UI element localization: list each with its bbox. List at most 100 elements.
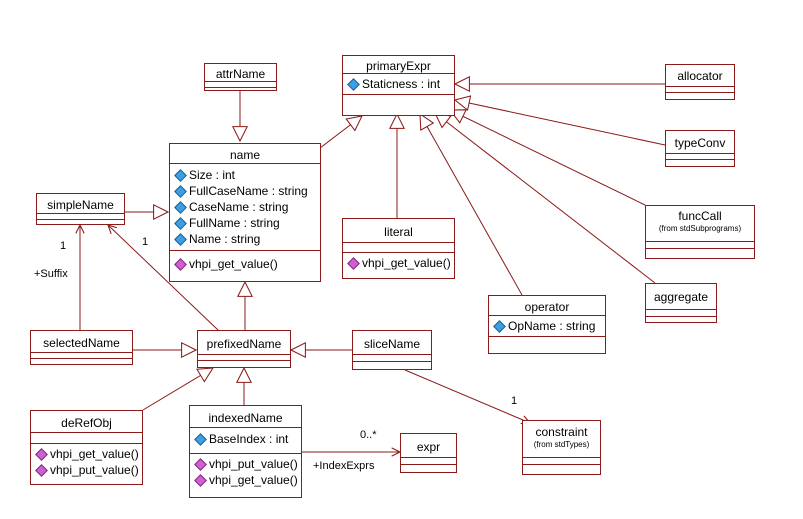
- operation-section: vhpi_get_value(): [170, 251, 320, 277]
- operation-text: vhpi_get_value(): [362, 256, 451, 270]
- class-aggregate[interactable]: aggregate: [645, 283, 717, 323]
- operation-row: vhpi_get_value(): [194, 472, 298, 488]
- attribute-section: Size : int FullCaseName : string CaseNam…: [170, 164, 320, 251]
- attribute-icon: [174, 216, 187, 230]
- class-name: literal: [343, 219, 454, 243]
- attribute-section: BaseIndex : int: [190, 428, 301, 454]
- class-selectedname[interactable]: selectedName: [30, 330, 133, 365]
- operation-section: vhpi_get_value() vhpi_put_value(): [31, 444, 142, 480]
- operation-icon: [194, 473, 207, 487]
- operation-section: [646, 249, 754, 255]
- class-name: name: [170, 144, 320, 164]
- class-name: aggregate: [646, 284, 716, 310]
- class-literal[interactable]: literal vhpi_get_value(): [342, 218, 455, 279]
- operation-text: vhpi_put_value(): [209, 457, 298, 471]
- class-name: typeConv: [666, 131, 734, 154]
- operation-text: vhpi_get_value(): [209, 473, 298, 487]
- class-constraint[interactable]: constraint (from stdTypes): [522, 420, 601, 475]
- operation-section: [205, 88, 276, 93]
- operation-icon: [174, 257, 187, 271]
- operation-icon: [347, 256, 360, 270]
- gen-typeconv-primaryexpr: [455, 100, 666, 146]
- attribute-icon: [174, 184, 187, 198]
- operation-icon: [35, 447, 48, 461]
- class-typeconv[interactable]: typeConv: [665, 130, 735, 167]
- attribute-row: BaseIndex : int: [194, 431, 297, 447]
- class-slicename[interactable]: sliceName: [352, 330, 432, 370]
- attribute-icon: [493, 319, 506, 333]
- class-primaryexpr[interactable]: primaryExpr Staticness : int: [342, 55, 455, 116]
- class-name: funcCall (from stdSubprograms): [646, 206, 754, 242]
- role-label: +IndexExprs: [313, 460, 375, 472]
- multiplicity-label: 1: [511, 395, 518, 407]
- multiplicity-label: 0..*: [360, 429, 377, 441]
- attribute-text: OpName : string: [508, 319, 596, 333]
- role-label: +Suffix: [34, 268, 68, 280]
- attribute-icon: [174, 200, 187, 214]
- class-name: simpleName: [37, 194, 124, 214]
- attribute-section: OpName : string: [489, 316, 605, 337]
- operation-row: vhpi_put_value(): [194, 456, 298, 472]
- operation-icon: [194, 457, 207, 471]
- operation-section: vhpi_put_value() vhpi_get_value(): [190, 454, 301, 490]
- multiplicity-label: 1: [60, 240, 67, 252]
- attribute-text: FullCaseName : string: [189, 184, 308, 198]
- multiplicity-label: 1: [142, 236, 149, 248]
- attribute-section: [343, 243, 454, 253]
- class-name: primaryExpr: [343, 56, 454, 74]
- class-title: funcCall: [678, 209, 722, 223]
- operation-row: vhpi_get_value(): [174, 256, 316, 272]
- gen-funccall-primaryexpr: [450, 110, 646, 206]
- attribute-section: [205, 82, 276, 88]
- attribute-section: [666, 154, 734, 160]
- attribute-text: CaseName : string: [189, 200, 289, 214]
- attribute-row: Name : string: [174, 231, 316, 247]
- operation-section: vhpi_get_value(): [343, 253, 454, 273]
- class-allocator[interactable]: allocator: [665, 64, 735, 100]
- operation-section: [523, 465, 600, 471]
- class-name: selectedName: [31, 331, 132, 353]
- class-prefixedname[interactable]: prefixedName: [197, 330, 291, 368]
- attribute-row: FullCaseName : string: [174, 183, 316, 199]
- class-title: constraint: [535, 425, 588, 439]
- class-attrname[interactable]: attrName: [204, 63, 277, 91]
- operation-text: vhpi_put_value(): [50, 463, 139, 477]
- attribute-section: [31, 433, 142, 444]
- class-operator[interactable]: operator OpName : string: [488, 295, 606, 354]
- attribute-text: Name : string: [189, 232, 261, 246]
- attribute-icon: [194, 432, 207, 446]
- attribute-icon: [174, 168, 187, 182]
- gen-derefobj-prefixedname: [142, 368, 213, 411]
- class-name: prefixedName: [198, 331, 290, 355]
- class-package: (from stdTypes): [533, 440, 590, 449]
- assoc-prefixedname-simplename: [108, 225, 219, 331]
- operation-text: vhpi_get_value(): [189, 257, 278, 271]
- class-package: (from stdSubprograms): [658, 224, 742, 233]
- attribute-section: Staticness : int: [343, 74, 454, 95]
- attribute-section: [523, 458, 600, 465]
- operation-section: [666, 93, 734, 98]
- class-derefobj[interactable]: deRefObj vhpi_get_value() vhpi_put_value…: [30, 410, 143, 485]
- attribute-section: [401, 458, 456, 465]
- operation-section: [666, 160, 734, 165]
- gen-operator-primaryexpr: [420, 114, 523, 296]
- attribute-icon: [347, 77, 360, 91]
- operation-section: [489, 337, 605, 347]
- class-name: constraint (from stdTypes): [523, 421, 600, 458]
- attribute-text: FullName : string: [189, 216, 280, 230]
- class-funccall[interactable]: funcCall (from stdSubprograms): [645, 205, 755, 259]
- operation-section: [646, 317, 716, 323]
- attribute-text: Size : int: [189, 168, 236, 182]
- class-indexedname[interactable]: indexedName BaseIndex : int vhpi_put_val…: [189, 405, 302, 498]
- class-expr[interactable]: expr: [400, 433, 457, 473]
- attribute-text: BaseIndex : int: [209, 432, 289, 446]
- class-name-main[interactable]: name Size : int FullCaseName : string Ca…: [169, 143, 321, 282]
- attribute-row: Staticness : int: [347, 76, 450, 92]
- attribute-section: [666, 87, 734, 93]
- attribute-section: [646, 242, 754, 249]
- operation-text: vhpi_get_value(): [50, 447, 139, 461]
- attribute-text: Staticness : int: [362, 77, 441, 91]
- class-simplename[interactable]: simpleName: [36, 193, 125, 225]
- attribute-section: [198, 355, 290, 361]
